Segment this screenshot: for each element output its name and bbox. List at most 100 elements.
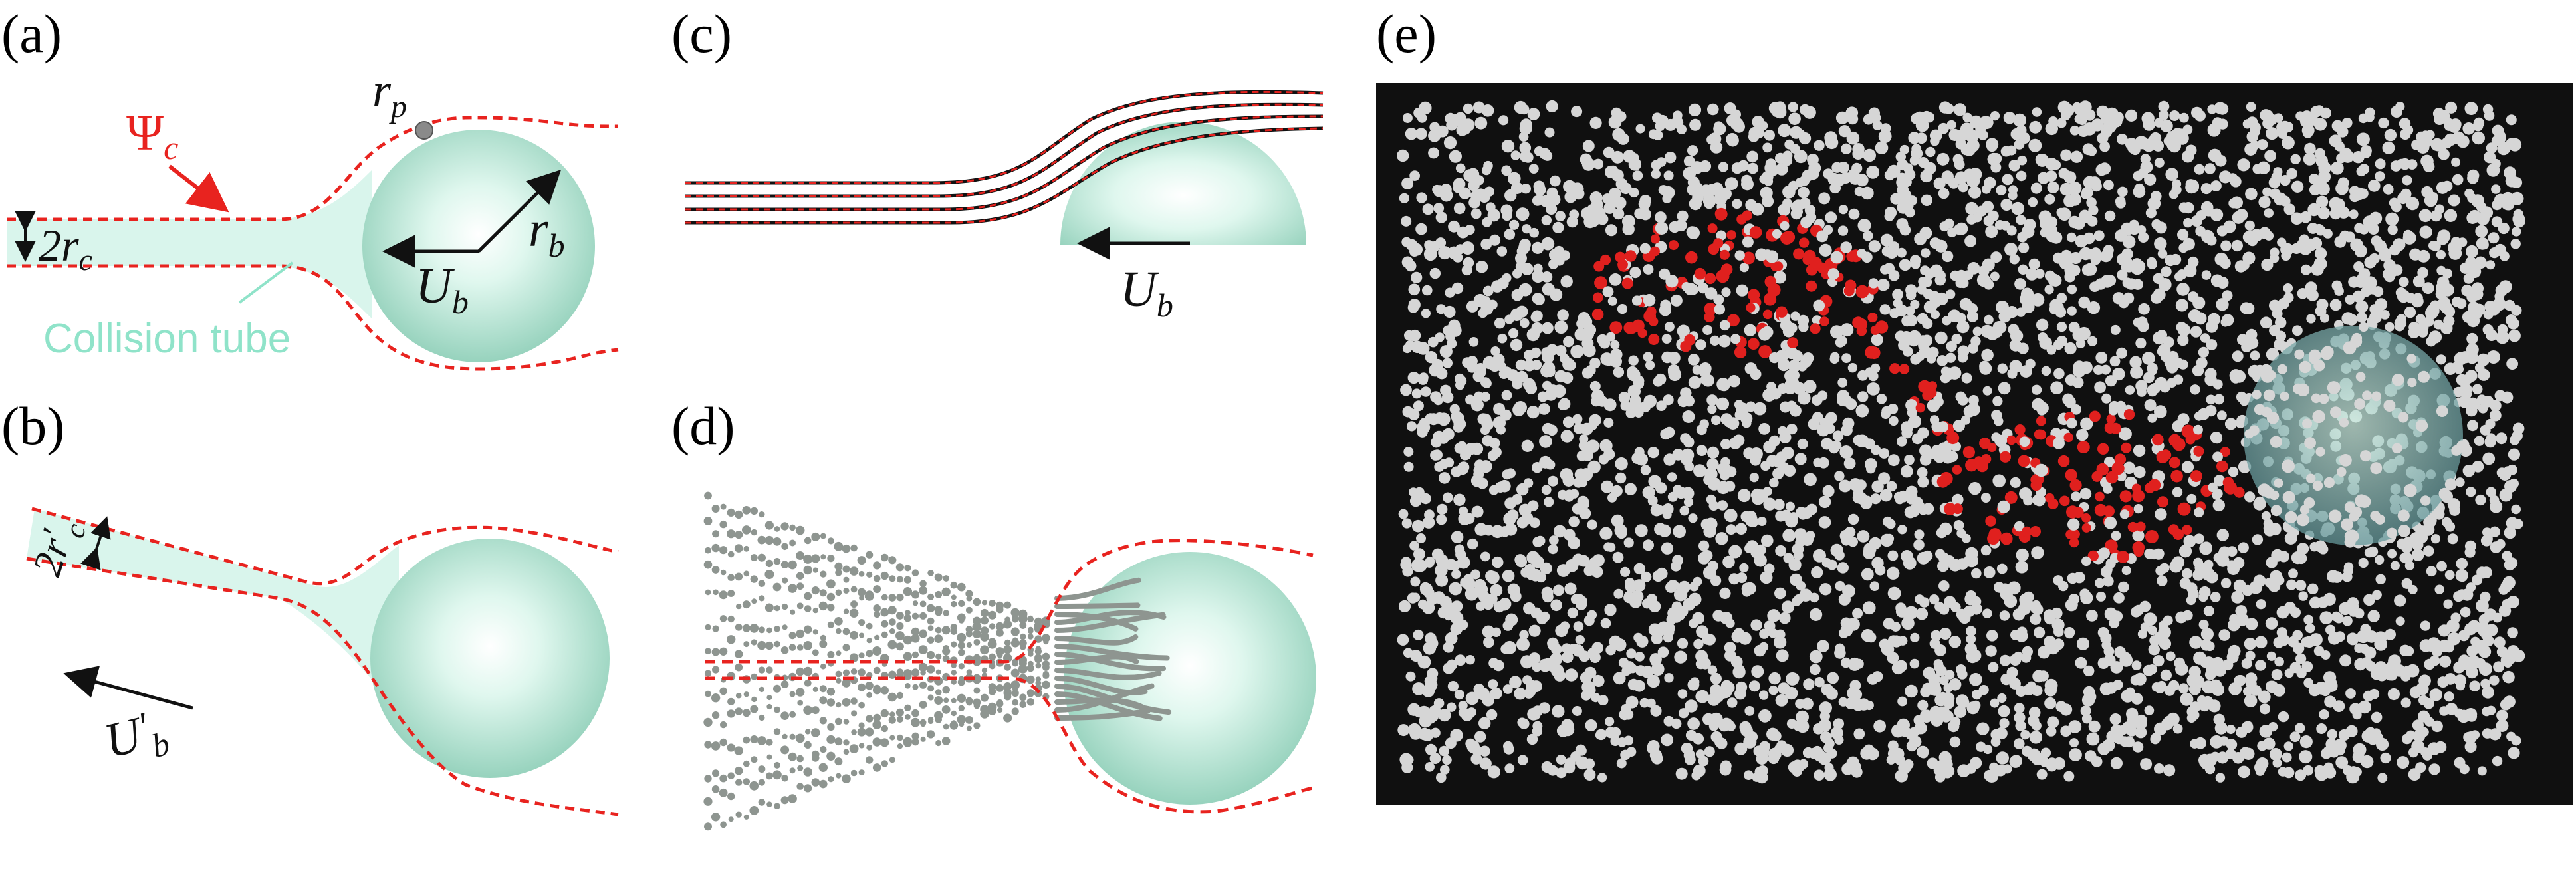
particle	[1696, 445, 1708, 456]
particle	[705, 690, 711, 697]
particle	[2182, 610, 2193, 621]
particle	[2320, 347, 2333, 360]
particle	[1667, 491, 1678, 502]
particle	[1479, 745, 1490, 757]
particle	[2182, 525, 2192, 535]
particle	[2172, 487, 2183, 497]
particle	[2178, 202, 2190, 213]
particle	[2086, 610, 2098, 622]
particle	[957, 678, 965, 686]
particle	[1803, 678, 1815, 690]
particle	[2486, 142, 2498, 154]
particle	[2488, 232, 2500, 244]
particle	[1777, 383, 1788, 394]
particle	[2016, 548, 2029, 562]
particle	[2206, 339, 2218, 350]
particle	[2155, 508, 2167, 521]
particle	[1687, 284, 1698, 295]
particle	[1930, 713, 1944, 727]
particle	[1621, 277, 1633, 289]
particle	[980, 626, 989, 635]
particle	[2099, 141, 2111, 152]
particle	[1936, 475, 1949, 488]
particle	[2268, 523, 2282, 536]
particle	[1451, 600, 1463, 612]
particle	[1834, 735, 1844, 745]
particle	[1839, 445, 1853, 459]
particle	[1757, 752, 1769, 764]
particle	[1432, 184, 1442, 195]
particle	[728, 816, 734, 822]
particle	[2365, 660, 2376, 672]
particle	[2371, 728, 2381, 738]
particle	[2312, 480, 2323, 491]
particle	[2458, 630, 2470, 642]
particle	[804, 679, 812, 687]
particle	[1720, 263, 1733, 275]
particle	[1401, 761, 1413, 773]
particle	[2238, 765, 2250, 779]
particle	[1439, 596, 1452, 608]
particle	[2032, 721, 2042, 731]
particle	[2178, 683, 2189, 694]
particle	[1632, 170, 1643, 181]
particle	[1782, 529, 1796, 542]
particle	[1490, 346, 1500, 356]
particle	[1990, 271, 2000, 281]
particle	[2151, 733, 2161, 743]
particle	[1976, 205, 1987, 217]
particle	[1675, 219, 1687, 232]
particle	[1706, 458, 1719, 471]
particle	[1925, 146, 1936, 158]
particle	[1459, 187, 1471, 199]
particle	[2068, 182, 2082, 195]
particle	[2500, 251, 2510, 261]
particle	[2051, 618, 2065, 632]
particle	[1750, 488, 1764, 502]
particle	[1646, 594, 1657, 605]
particle	[2395, 616, 2405, 626]
particle	[836, 773, 842, 779]
particle	[2226, 725, 2236, 735]
particle	[750, 735, 759, 743]
particle	[2387, 549, 2397, 559]
particle	[1847, 618, 1860, 631]
particle	[1738, 160, 1750, 172]
particle	[857, 588, 866, 596]
particle	[1764, 130, 1775, 141]
particle	[743, 814, 749, 820]
particle	[2194, 533, 2204, 544]
particle-track	[1054, 654, 1139, 665]
particle	[2028, 197, 2038, 207]
particle	[1643, 352, 1653, 362]
particle	[1651, 753, 1663, 765]
particle	[1520, 318, 1530, 328]
particle	[1516, 483, 1529, 496]
particle	[2232, 350, 2244, 362]
particle	[1714, 304, 1725, 315]
particle	[2208, 148, 2222, 162]
particle	[2105, 471, 2119, 484]
particle	[1640, 465, 1651, 475]
particle	[942, 686, 950, 694]
particle	[836, 702, 842, 708]
particle	[2422, 523, 2435, 536]
particle	[2303, 614, 2314, 625]
particle	[1867, 382, 1880, 396]
particle	[765, 641, 774, 650]
particle	[720, 569, 727, 576]
particle	[2202, 680, 2216, 694]
particle	[2323, 762, 2334, 773]
particle	[1776, 350, 1788, 363]
particle	[1443, 136, 1457, 150]
particle	[2154, 763, 2165, 774]
particle	[1934, 601, 1945, 612]
particle	[1963, 605, 1976, 617]
particle	[1516, 517, 1528, 529]
particle	[2121, 690, 2135, 703]
particle	[711, 566, 720, 574]
particle	[719, 721, 727, 729]
particle	[782, 733, 788, 739]
particle	[2164, 685, 2175, 696]
particle	[1019, 693, 1027, 701]
